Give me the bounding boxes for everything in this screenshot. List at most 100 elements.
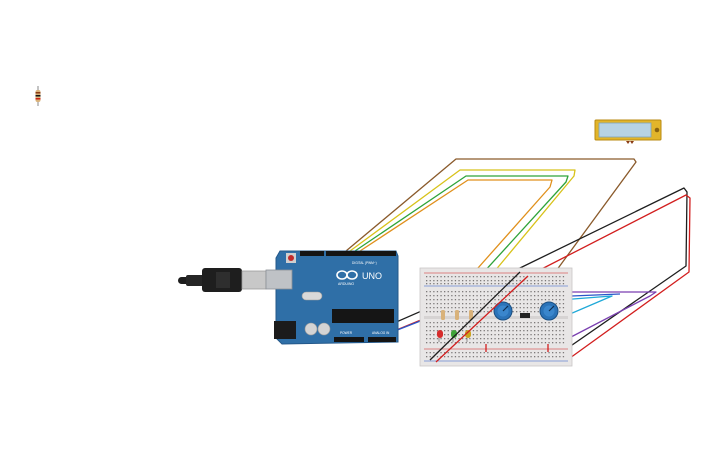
breadboard-hole	[544, 356, 547, 358]
led-yellow[interactable]	[465, 330, 471, 342]
breadboard-hole	[508, 299, 511, 301]
breadboard-hole	[537, 307, 539, 309]
breadboard-hole	[516, 303, 518, 305]
breadboard-hole	[472, 276, 475, 278]
resistor-icon[interactable]	[35, 86, 41, 106]
arduino-uno[interactable]: UNO ARDUINO DIGITAL (PWM~) POWER ANALOG …	[265, 250, 399, 345]
breadboard-hole	[480, 291, 482, 293]
breadboard-hole	[555, 338, 557, 340]
breadboard-hole	[447, 307, 449, 309]
breadboard-hole	[429, 322, 431, 324]
wire-brown	[345, 158, 637, 283]
breadboard-hole	[519, 291, 521, 293]
breadboard-hole	[476, 342, 478, 344]
breadboard-hole	[512, 307, 514, 309]
breadboard-hole	[562, 299, 565, 301]
breadboard-hole	[451, 322, 453, 324]
breadboard-hole	[476, 352, 478, 354]
breadboard-hole	[444, 356, 446, 358]
potentiometer-2[interactable]	[539, 301, 559, 321]
usb-cable[interactable]	[178, 268, 267, 292]
breadboard-hole	[537, 283, 539, 285]
breadboard-hole	[537, 280, 539, 282]
breadboard-hole	[426, 330, 428, 332]
breadboard-hole	[476, 334, 478, 336]
breadboard-hole	[530, 299, 532, 301]
led-green[interactable]	[451, 330, 457, 342]
breadboard-hole	[516, 330, 518, 332]
breadboard-hole	[436, 326, 439, 328]
breadboard-hole	[505, 295, 507, 297]
breadboard-hole	[512, 330, 514, 332]
breadboard-hole	[559, 303, 561, 305]
breadboard-hole	[505, 338, 507, 340]
breadboard-hole	[487, 295, 489, 297]
breadboard-hole	[501, 338, 503, 340]
breadboard-hole	[559, 299, 561, 301]
breadboard-hole	[447, 334, 449, 336]
breadboard-hole	[458, 356, 460, 358]
breadboard-hole	[429, 276, 431, 278]
breadboard-hole	[429, 303, 431, 305]
breadboard-hole	[501, 291, 503, 293]
breadboard-hole	[476, 326, 478, 328]
breadboard-hole	[444, 352, 446, 354]
breadboard-hole	[537, 299, 539, 301]
breadboard-hole	[530, 338, 532, 340]
lcd-display[interactable]	[594, 119, 662, 144]
breadboard-hole	[559, 276, 561, 278]
breadboard-hole	[487, 338, 489, 340]
breadboard-hole	[519, 330, 521, 332]
led-red[interactable]	[437, 330, 443, 342]
breadboard-hole	[440, 338, 442, 340]
breadboard-hole	[451, 326, 453, 328]
breadboard-hole	[501, 322, 503, 324]
breadboard-hole	[552, 276, 554, 278]
breadboard-hole	[562, 352, 565, 354]
breadboard-hole	[559, 295, 561, 297]
breadboard-hole	[436, 307, 439, 309]
breadboard-hole	[469, 342, 471, 344]
breadboard-hole	[444, 280, 446, 282]
breadboard-hole	[498, 299, 500, 301]
breadboard-hole	[440, 352, 442, 354]
breadboard-hole	[548, 330, 550, 332]
breadboard-hole	[451, 303, 453, 305]
transistor-icon[interactable]	[520, 313, 530, 318]
breadboard-hole	[555, 299, 557, 301]
breadboard-hole	[523, 276, 525, 278]
breadboard-hole	[426, 311, 428, 313]
potentiometer-1[interactable]	[493, 301, 513, 321]
breadboard-hole	[552, 283, 554, 285]
breadboard-hole	[480, 338, 482, 340]
breadboard-hole	[480, 326, 482, 328]
breadboard-hole	[433, 295, 435, 297]
breadboard-hole	[451, 295, 453, 297]
breadboard-hole	[516, 334, 518, 336]
breadboard-hole	[444, 283, 446, 285]
breadboard-hole	[512, 303, 514, 305]
breadboard-hole	[530, 307, 532, 309]
breadboard-hole	[552, 334, 554, 336]
breadboard-hole	[472, 280, 475, 282]
breadboard-hole	[469, 303, 471, 305]
breadboard-hole	[562, 330, 565, 332]
breadboard-hole	[526, 352, 529, 354]
breadboard-hole	[559, 338, 561, 340]
breadboard-hole	[444, 303, 446, 305]
breadboard-hole	[458, 303, 460, 305]
breadboard-hole	[476, 311, 478, 313]
breadboard-hole	[555, 291, 557, 293]
breadboard-hole	[555, 352, 557, 354]
breadboard-hole	[465, 352, 467, 354]
breadboard-hole	[436, 311, 439, 313]
breadboard-hole	[480, 334, 482, 336]
breadboard-hole	[483, 330, 485, 332]
breadboard-hole	[454, 356, 457, 358]
breadboard-hole	[534, 352, 536, 354]
breadboard-hole	[523, 352, 525, 354]
breadboard-hole	[541, 338, 543, 340]
breadboard-hole	[505, 334, 507, 336]
breadboard-hole	[476, 276, 478, 278]
breadboard-hole	[501, 356, 503, 358]
